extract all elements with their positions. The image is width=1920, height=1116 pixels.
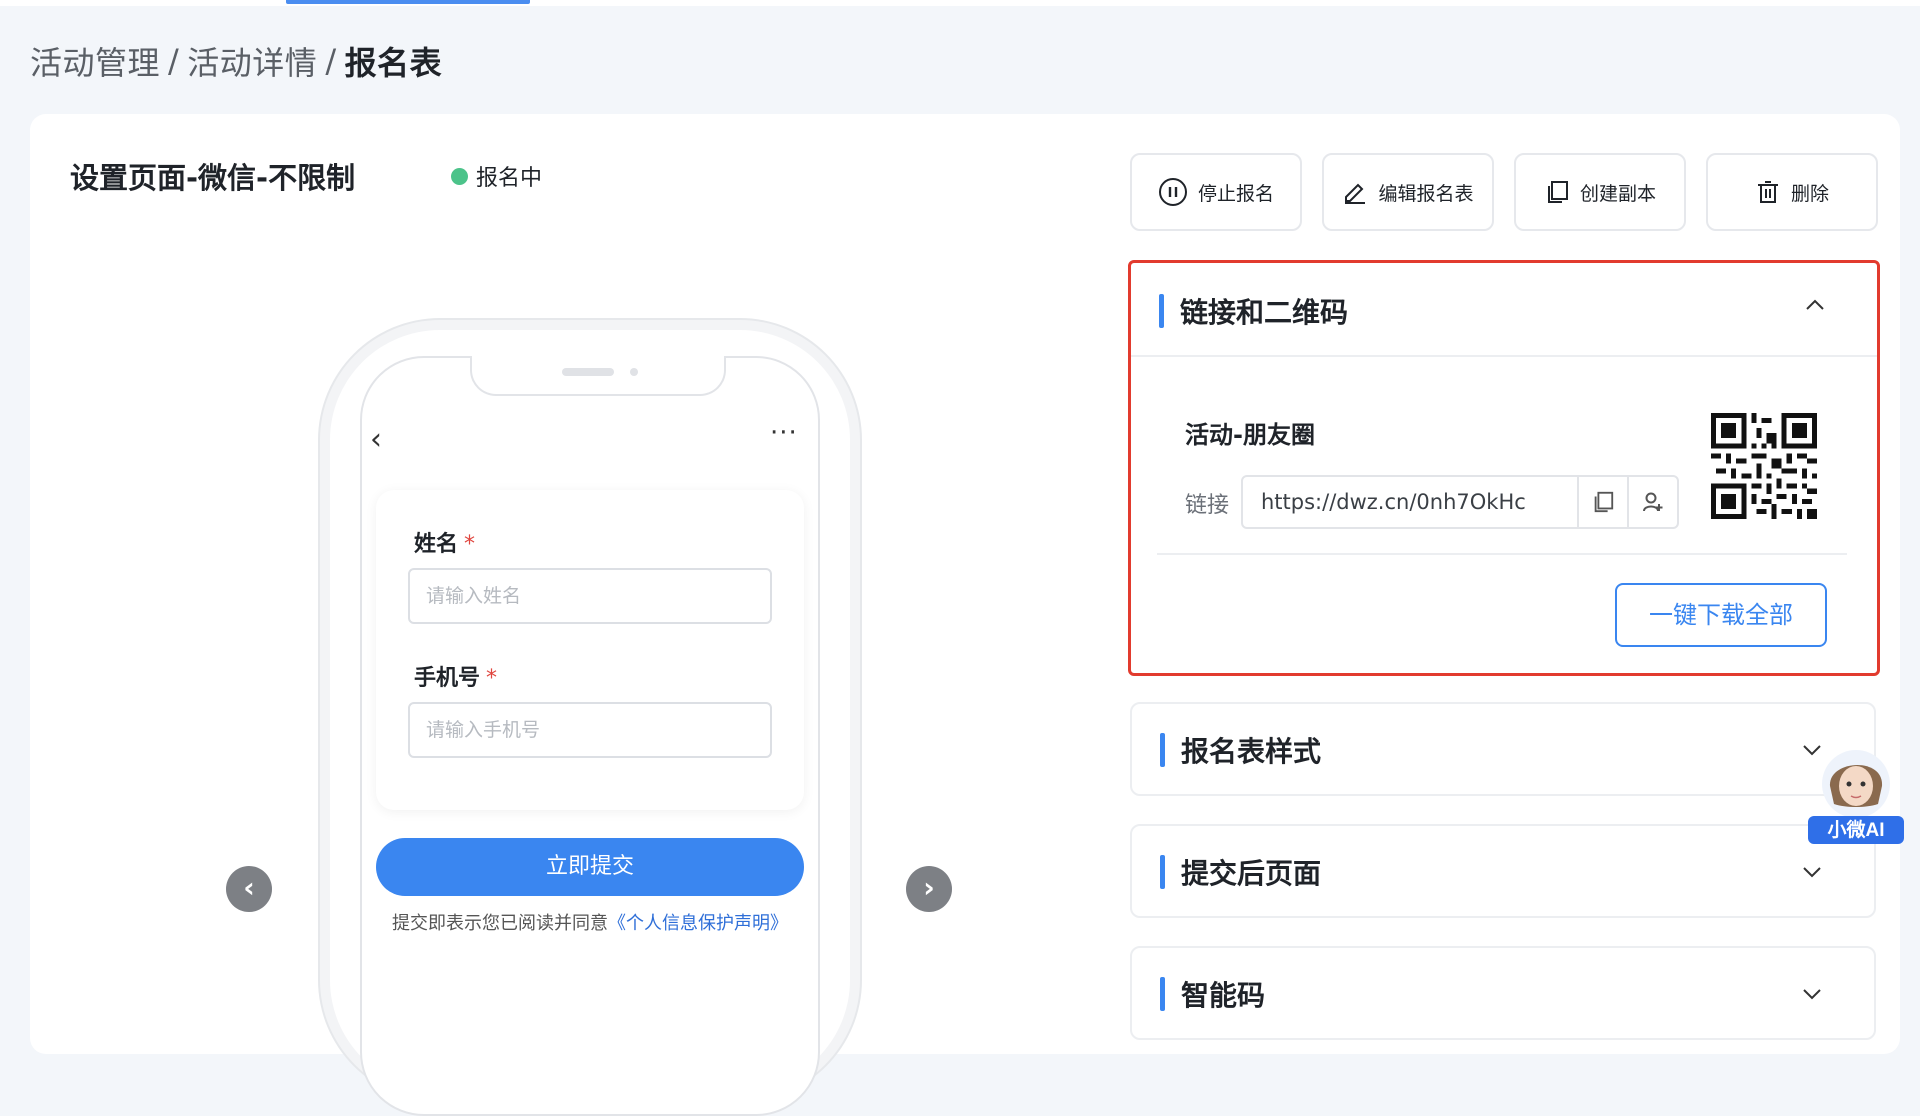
assistant-avatar: 小微AI xyxy=(1808,750,1904,844)
smart-code-header: 智能码 xyxy=(1160,974,1265,1014)
copy-link-button[interactable] xyxy=(1577,477,1627,527)
agreement-text: 提交即表示您已阅读并同意《个人信息保护声明》 xyxy=(380,908,800,940)
user-add-icon xyxy=(1643,492,1663,512)
trash-icon xyxy=(1757,181,1778,203)
form-style-header: 报名表样式 xyxy=(1160,730,1321,770)
section-divider xyxy=(1157,553,1847,555)
more-dots-icon[interactable]: ··· xyxy=(770,418,798,448)
delete-button[interactable]: 删除 xyxy=(1706,153,1878,231)
phone-field-label: 手机号* xyxy=(414,660,497,692)
after-submit-header: 提交后页面 xyxy=(1160,852,1321,892)
channel-name: 活动-朋友圈 xyxy=(1185,421,1315,449)
download-all-button[interactable]: 一键下载全部 xyxy=(1615,583,1827,647)
agreement-prefix: 提交即表示您已阅读并同意 xyxy=(392,913,608,934)
name-input-placeholder: 请输入姓名 xyxy=(426,585,522,607)
chevron-up-icon[interactable] xyxy=(1803,293,1827,323)
chevron-down-icon[interactable] xyxy=(1800,738,1824,768)
phone-notch xyxy=(470,356,726,396)
create-copy-button[interactable]: 创建副本 xyxy=(1514,153,1686,231)
breadcrumb: 活动管理 / 活动详情 / 报名表 xyxy=(30,38,442,84)
status-badge: 报名中 xyxy=(451,160,542,192)
edit-icon xyxy=(1345,183,1366,204)
top-bar xyxy=(0,0,1920,6)
section-accent-bar xyxy=(1159,294,1164,328)
breadcrumb-item-activity-management[interactable]: 活动管理 xyxy=(30,44,161,82)
camera-icon xyxy=(630,368,638,376)
stop-registration-label: 停止报名 xyxy=(1197,182,1274,205)
stop-registration-button[interactable]: 停止报名 xyxy=(1130,153,1302,231)
submit-button[interactable]: 立即提交 xyxy=(376,838,804,896)
qr-code[interactable] xyxy=(1711,413,1817,519)
assistant-label: 小微AI xyxy=(1827,818,1884,841)
chevron-down-icon[interactable] xyxy=(1800,982,1824,1012)
edit-form-label: 编辑报名表 xyxy=(1378,182,1474,205)
form-style-panel[interactable]: 报名表样式 xyxy=(1130,702,1876,796)
copy-icon xyxy=(1594,491,1614,513)
share-user-button[interactable] xyxy=(1627,477,1677,527)
ai-assistant-button[interactable]: 小微AI xyxy=(1806,746,1906,846)
edit-form-button[interactable]: 编辑报名表 xyxy=(1322,153,1494,231)
active-tab-indicator xyxy=(286,0,530,4)
required-mark: * xyxy=(464,532,476,557)
breadcrumb-current: 报名表 xyxy=(344,44,443,82)
section-accent-bar xyxy=(1160,855,1165,889)
after-submit-title: 提交后页面 xyxy=(1181,857,1322,890)
form-card: 姓名* 请输入姓名 手机号* 请输入手机号 xyxy=(376,490,804,810)
link-qr-panel: 链接和二维码 活动-朋友圈 链接 https://dwz.cn/0nh7OkHc xyxy=(1128,260,1880,676)
section-accent-bar xyxy=(1160,733,1165,767)
chevron-left-icon[interactable]: ‹ xyxy=(370,422,382,457)
phone-input-placeholder: 请输入手机号 xyxy=(426,719,541,741)
delete-label: 删除 xyxy=(1790,182,1829,205)
smart-code-panel[interactable]: 智能码 xyxy=(1130,946,1876,1040)
create-copy-label: 创建副本 xyxy=(1579,182,1656,205)
after-submit-panel[interactable]: 提交后页面 xyxy=(1130,824,1876,918)
page-title: 设置页面-微信-不限制 xyxy=(70,161,356,195)
link-label: 链接 xyxy=(1185,493,1230,518)
phone-input[interactable]: 请输入手机号 xyxy=(408,702,772,758)
phone-label-text: 手机号 xyxy=(414,666,481,691)
breadcrumb-item-activity-detail[interactable]: 活动详情 xyxy=(187,44,318,82)
link-value[interactable]: https://dwz.cn/0nh7OkHc xyxy=(1261,490,1526,514)
required-mark: * xyxy=(486,666,498,691)
form-style-title: 报名表样式 xyxy=(1181,735,1322,768)
pause-icon xyxy=(1158,178,1187,206)
status-dot-icon xyxy=(451,167,468,185)
section-accent-bar xyxy=(1160,977,1165,1011)
panel-divider xyxy=(1131,355,1877,357)
chevron-down-icon[interactable] xyxy=(1800,860,1824,890)
next-arrow-button[interactable]: › xyxy=(906,866,952,912)
privacy-statement-link[interactable]: 《个人信息保护声明》 xyxy=(608,913,788,934)
name-label-text: 姓名 xyxy=(414,532,459,557)
speaker-icon xyxy=(562,368,614,376)
smart-code-title: 智能码 xyxy=(1181,979,1266,1012)
breadcrumb-separator: / xyxy=(325,42,337,80)
link-qr-title: 链接和二维码 xyxy=(1180,296,1349,329)
name-input[interactable]: 请输入姓名 xyxy=(408,568,772,624)
prev-arrow-button[interactable]: ‹ xyxy=(226,866,272,912)
link-field: https://dwz.cn/0nh7OkHc xyxy=(1241,475,1679,529)
link-qr-panel-header[interactable]: 链接和二维码 xyxy=(1159,291,1348,331)
copy-icon xyxy=(1547,181,1568,203)
status-text: 报名中 xyxy=(476,166,543,191)
breadcrumb-separator: / xyxy=(168,42,180,80)
name-field-label: 姓名* xyxy=(414,526,475,558)
